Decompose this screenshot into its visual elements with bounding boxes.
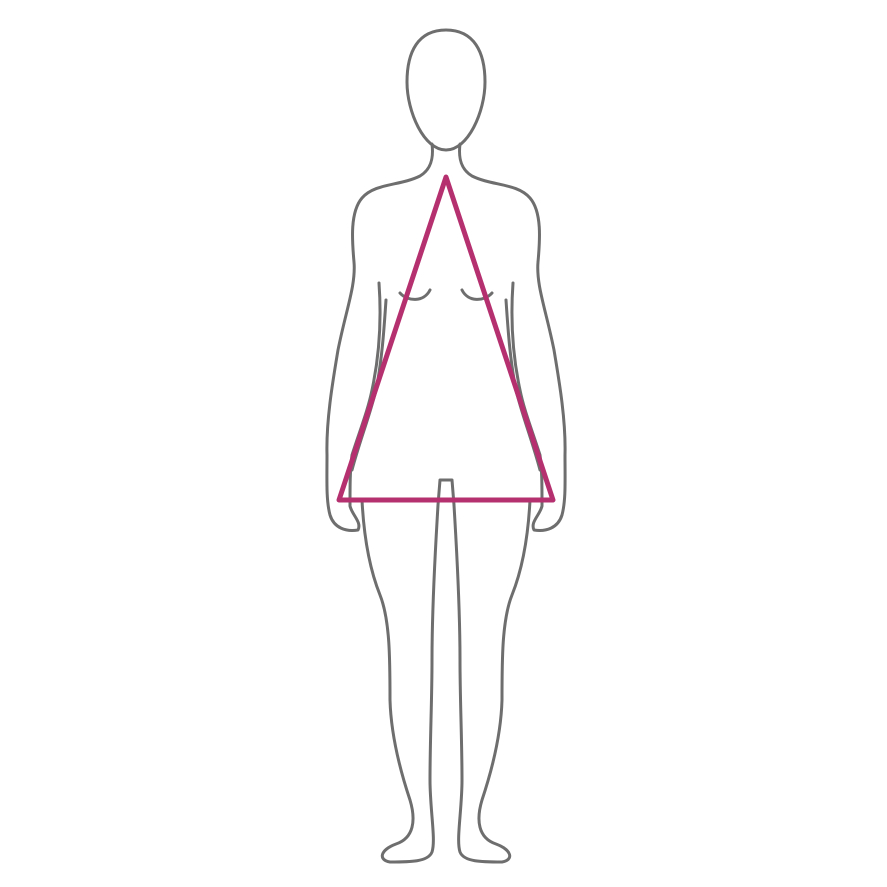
triangle-shape-icon [336,174,556,503]
female-body-silhouette-icon [325,28,567,864]
right-bust-curve [460,288,494,301]
left-bust-curve [398,288,432,301]
right-body-outline [458,142,567,532]
left-body-outline [325,142,434,532]
head-outline [405,28,487,152]
right-leg-outline [452,498,532,864]
left-leg-outline [360,478,456,864]
